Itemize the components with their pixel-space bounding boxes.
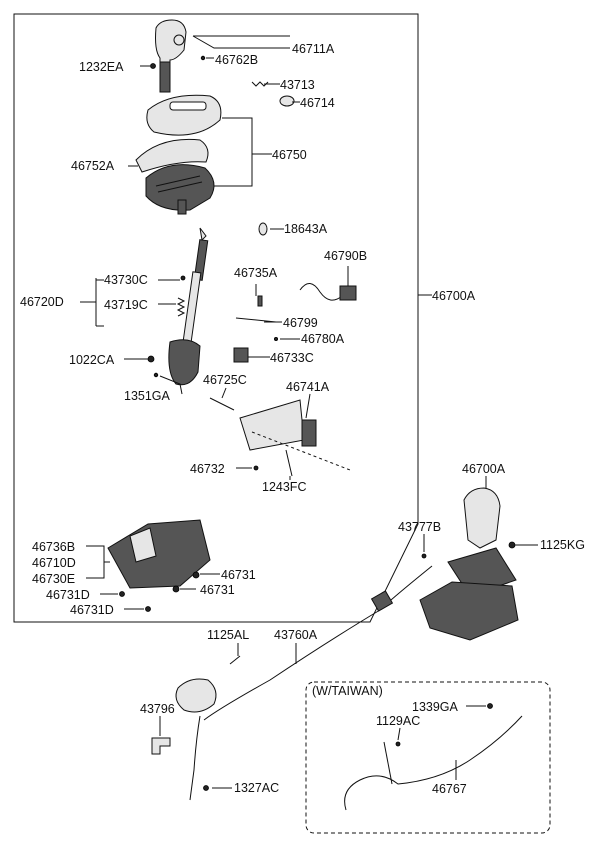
label-18643a: 18643A xyxy=(284,222,328,236)
pin-43730c xyxy=(180,275,186,281)
label-46736b: 46736B xyxy=(32,540,76,554)
nut-1022ca xyxy=(147,355,155,363)
label-46750: 46750 xyxy=(272,148,307,162)
cap-46714 xyxy=(279,95,295,107)
label-46767: 46767 xyxy=(432,782,467,796)
label-46731-a: 46731 xyxy=(221,568,256,582)
shift-lever xyxy=(168,227,209,386)
leader-lines xyxy=(80,35,538,789)
complete-shifter-assy xyxy=(419,487,519,641)
label-46780a: 46780A xyxy=(301,332,345,346)
label-1022ca: 1022CA xyxy=(69,353,115,367)
indicator-plate xyxy=(146,94,222,136)
shift-knob-part xyxy=(155,19,187,93)
label-43796: 43796 xyxy=(140,702,175,716)
bracket-assy xyxy=(239,399,351,471)
cable-grommet xyxy=(175,678,217,713)
pin-46725c xyxy=(209,397,235,411)
nut-46731d-a xyxy=(119,591,125,597)
clip-43777b xyxy=(421,553,427,559)
bolt-1125al xyxy=(229,655,241,665)
bolt-46732 xyxy=(253,465,259,471)
nut-46731-b xyxy=(172,585,180,593)
screw-1232ea xyxy=(150,63,156,69)
label-46714: 46714 xyxy=(300,96,335,110)
nut-46731-a xyxy=(192,571,200,579)
taiwan-frame xyxy=(305,681,551,834)
label-46710d: 46710D xyxy=(32,556,76,570)
pin-1351ga xyxy=(153,372,159,378)
dust-cover-46752a xyxy=(135,138,209,173)
bolt-1327ac xyxy=(203,785,209,791)
label-43777b: 43777B xyxy=(398,520,442,534)
label-46731-b: 46731 xyxy=(200,583,235,597)
spring-43713 xyxy=(251,81,269,87)
label-46762b: 46762B xyxy=(215,53,259,67)
label-43730c: 43730C xyxy=(104,273,148,287)
block-46733c xyxy=(233,347,249,363)
harness-46790b xyxy=(299,283,357,301)
label-46741a: 46741A xyxy=(286,380,330,394)
label-46720d: 46720D xyxy=(20,295,64,309)
label-46731d-b: 46731D xyxy=(70,603,114,617)
label-46730e: 46730E xyxy=(32,572,76,586)
label-46732: 46732 xyxy=(190,462,225,476)
cable-end xyxy=(189,715,201,801)
label-1339ga: 1339GA xyxy=(412,700,458,714)
label-46700a-main: 46700A xyxy=(432,289,476,303)
label-1243fc: 1243FC xyxy=(262,480,307,494)
label-46725c: 46725C xyxy=(203,373,247,387)
pin-46780a xyxy=(273,336,278,341)
bolt-1125kg xyxy=(508,541,516,549)
base-housing xyxy=(107,519,211,589)
nut-46731d-b xyxy=(145,606,151,612)
label-46733c: 46733C xyxy=(270,351,314,365)
label-46731d-a: 46731D xyxy=(46,588,90,602)
pin-46799 xyxy=(235,317,277,323)
label-1125al: 1125AL xyxy=(207,628,250,642)
bulb-18643a xyxy=(258,222,268,236)
clip-43796 xyxy=(151,737,171,755)
cable-43760a xyxy=(203,565,433,721)
housing-top xyxy=(145,164,215,215)
label-taiwan: (W/TAIWAN) xyxy=(312,684,383,698)
pin-1243fc xyxy=(285,449,293,477)
label-46735a: 46735A xyxy=(234,266,278,280)
part-46735a xyxy=(257,295,263,307)
label-46799: 46799 xyxy=(283,316,318,330)
pin-46762b xyxy=(200,55,206,61)
spring-43719c xyxy=(176,297,186,317)
label-1129ac: 1129AC xyxy=(376,714,421,728)
label-1327ac: 1327AC xyxy=(234,781,280,795)
label-46790b: 46790B xyxy=(324,249,368,263)
assembly-frame xyxy=(13,13,419,623)
label-43713: 43713 xyxy=(280,78,315,92)
label-46711a: 46711A xyxy=(292,42,335,56)
taiwan-cable-46767 xyxy=(344,703,523,811)
label-1125kg: 1125KG xyxy=(540,538,585,552)
label-43760a: 43760A xyxy=(274,628,318,642)
label-1351ga: 1351GA xyxy=(124,389,170,403)
label-46700a-assy: 46700A xyxy=(462,462,506,476)
label-1232ea: 1232EA xyxy=(79,60,124,74)
label-46752a: 46752A xyxy=(71,159,115,173)
label-43719c: 43719C xyxy=(104,298,148,312)
